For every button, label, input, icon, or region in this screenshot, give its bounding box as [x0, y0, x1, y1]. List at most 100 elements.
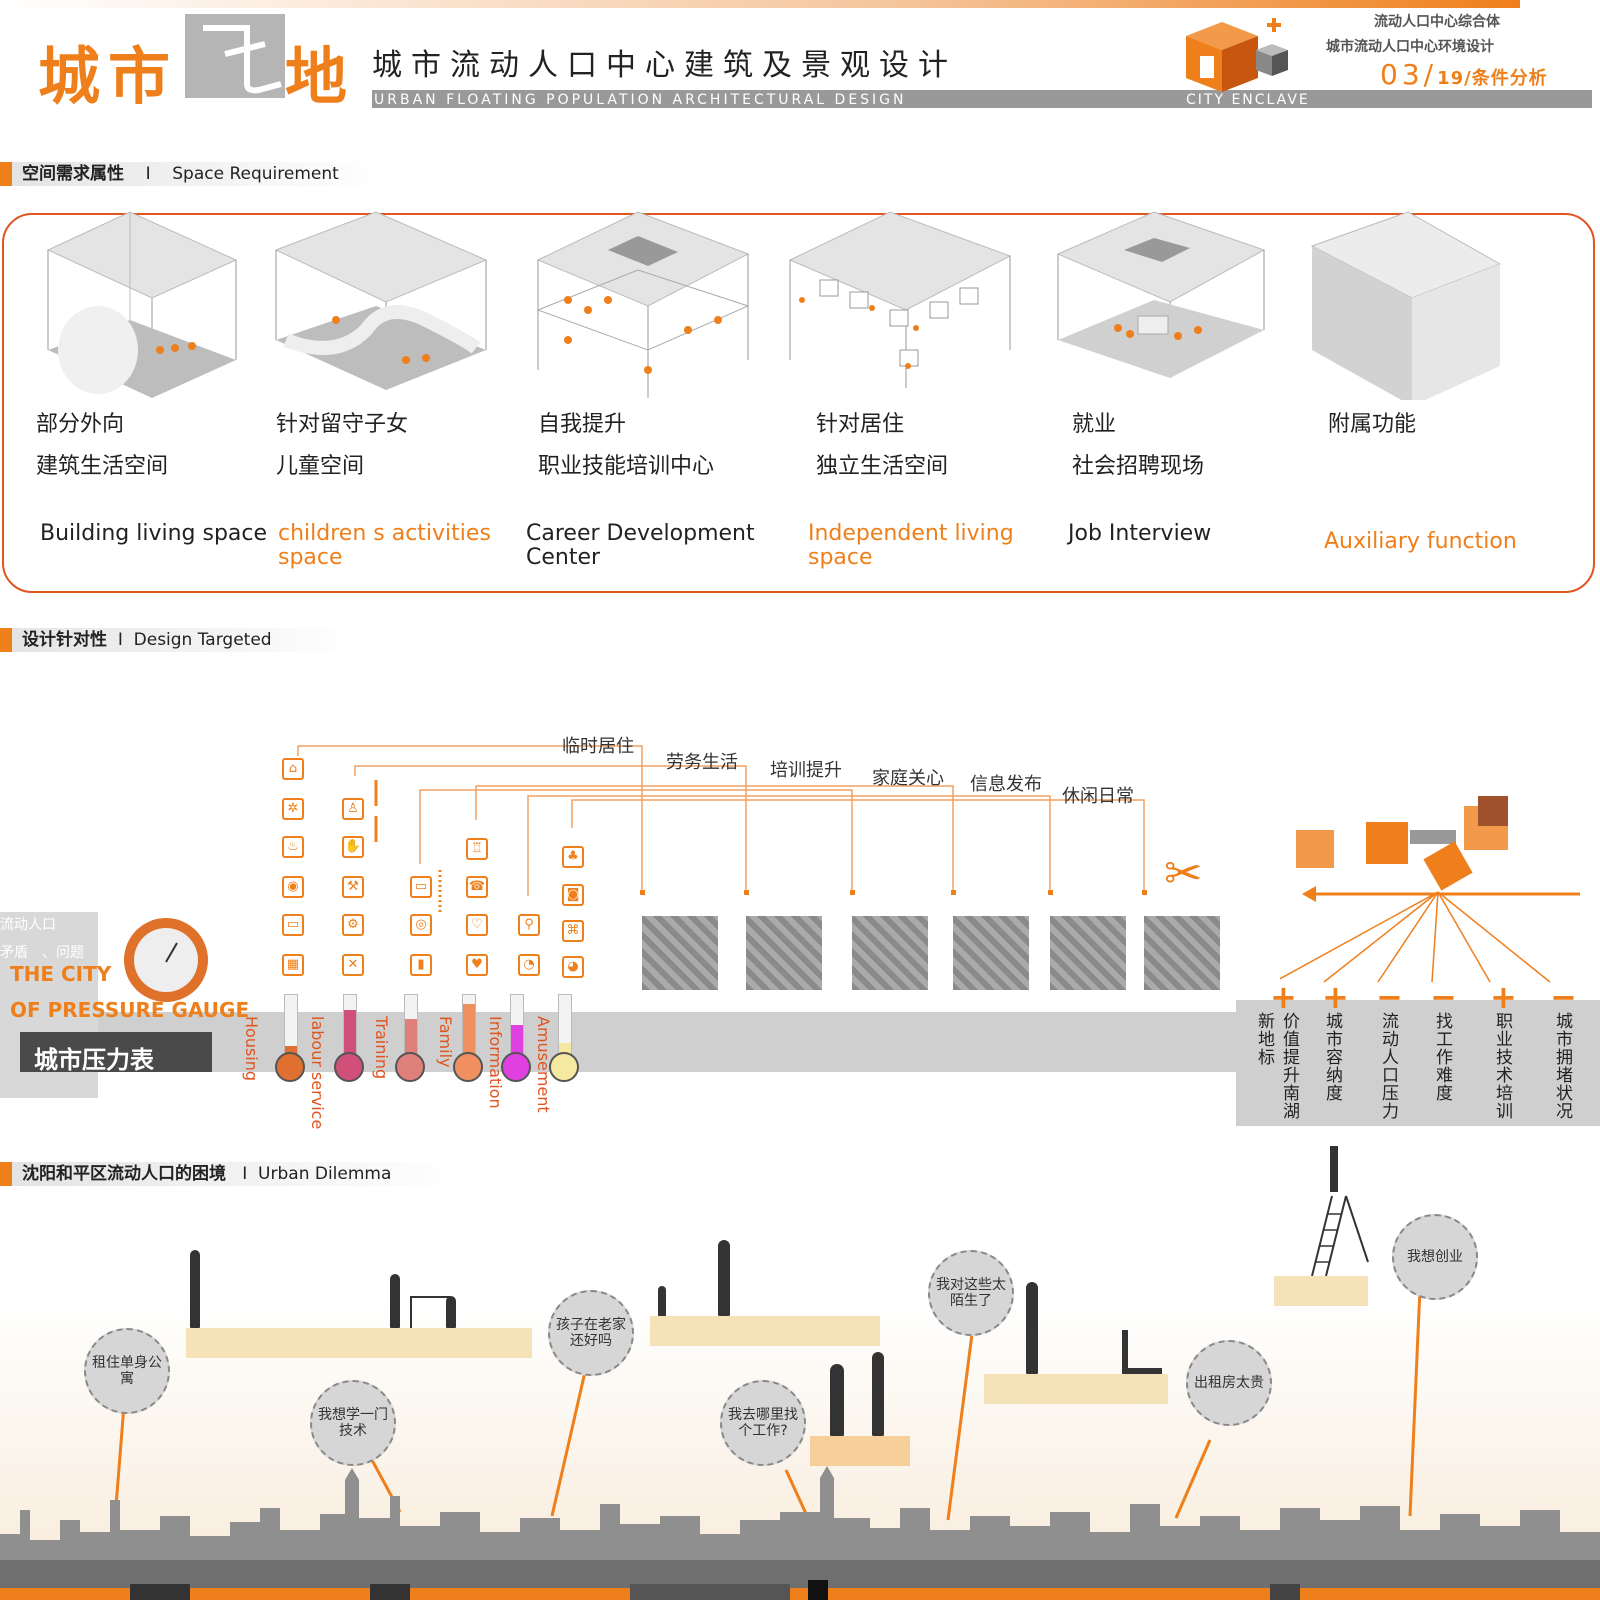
section-dilemma-header: 沈阳和平区流动人口的困境 I Urban Dilemma — [0, 1162, 462, 1186]
header-right-line1: 流动人口中心综合体 — [1374, 14, 1500, 30]
space-item-2-cn1: 针对留守子女 — [276, 412, 409, 437]
camera-icon: ◙ — [562, 884, 584, 906]
space-item-3-en: Career Development Center — [526, 521, 755, 570]
thermo-label-information: Information — [486, 1016, 505, 1109]
photo-dormitory — [642, 916, 718, 990]
design-label-training: 培训提升 — [770, 760, 842, 781]
snowflake-icon: ✲ — [282, 798, 304, 820]
gauge-en2: OF PRESSURE GAUGE — [10, 998, 250, 1022]
space-item-2-cn2: 儿童空间 — [276, 454, 365, 479]
header-right-line2: 城市流动人口中心环境设计 — [1326, 39, 1494, 55]
space-item-4-cn1: 针对居住 — [816, 412, 905, 437]
thermo-information-bulb — [501, 1052, 531, 1082]
megaphone-icon: ◔ — [518, 954, 540, 976]
section-space-en: Space Requirement — [172, 164, 339, 184]
box-training-icon — [536, 211, 750, 398]
bubble-find-job: 我去哪里找个工作? — [720, 1380, 806, 1466]
space-item-1-cn2: 建筑生活空间 — [36, 454, 169, 479]
phone-icon: ☎ — [466, 876, 488, 898]
impact-text-2: 城市容纳度 — [1322, 1012, 1342, 1102]
title-right: 地 — [285, 40, 356, 113]
certificate-icon: ◎ — [410, 914, 432, 936]
box-children-icon — [274, 211, 488, 390]
impact-text-5: 职业技术培训 — [1492, 1012, 1512, 1120]
building-icon: ▦ — [282, 954, 304, 976]
scissors-icon: ✂ — [1164, 846, 1203, 900]
photo-leisure — [1144, 916, 1220, 990]
section-design-separator: I — [117, 630, 123, 650]
gauge-text2: 矛盾 、问题 — [0, 945, 84, 961]
design-label-labour: 劳务生活 — [666, 752, 738, 773]
impact-sign-6: − — [1550, 978, 1577, 1016]
space-item-4-en: Independent living space — [808, 521, 1014, 570]
family-icon: ♖ — [466, 838, 488, 860]
bubble-learn-skill: 我想学一门技术 — [310, 1380, 396, 1466]
person-silhouette-1 — [190, 1250, 200, 1328]
space-item-6-cn1: 附属功能 — [1328, 412, 1417, 437]
person-silhouette-5 — [830, 1364, 844, 1436]
space-item-1-en: Building living space — [40, 521, 268, 546]
bubble-children-home: 孩子在老家还好吗 — [548, 1290, 634, 1376]
space-item-5-en: Job Interview — [1068, 521, 1212, 546]
section-space-cn: 空间需求属性 — [22, 164, 124, 184]
platform-3 — [810, 1436, 910, 1466]
photo-family — [953, 916, 1029, 990]
header-top-bar — [0, 0, 1520, 8]
person-silhouette-7 — [1026, 1282, 1038, 1374]
design-label-information: 信息发布 — [970, 774, 1042, 795]
section-space-separator: I — [145, 164, 151, 184]
impact-sign-2: + — [1322, 978, 1349, 1016]
space-requirement-panel — [2, 213, 1595, 593]
bubble-rent-apartment: 租住单身公寓 — [84, 1328, 170, 1414]
tools-icon: ✕ — [342, 954, 364, 976]
signal-tower-icon: ⚲ — [518, 914, 540, 936]
laundry-icon: ◉ — [282, 876, 304, 898]
thermo-label-labour: labour service — [308, 1016, 327, 1130]
person-silhouette-3 — [446, 1296, 456, 1328]
fei-glyph-icon — [203, 25, 282, 94]
thermo-training-bulb — [395, 1052, 425, 1082]
computer-icon: ▭ — [410, 876, 432, 898]
platform-1 — [186, 1328, 532, 1358]
space-item-6-en: Auxiliary function — [1324, 529, 1517, 554]
impact-text-3: 流动人口压力 — [1378, 1012, 1398, 1120]
ladder-icon — [1311, 1146, 1369, 1276]
city-enclave-logo-icon — [1186, 18, 1288, 92]
impact-sign-5: + — [1490, 978, 1517, 1016]
city-skyline — [0, 1466, 1600, 1600]
bubble-rent-expensive: 出租房太贵 — [1186, 1340, 1272, 1426]
space-item-5-cn1: 就业 — [1072, 412, 1117, 437]
thermo-label-housing: Housing — [242, 1016, 261, 1082]
section-design-en: Design Targeted — [133, 630, 272, 650]
section-dilemma-en: Urban Dilemma — [258, 1164, 392, 1184]
impact-text-4: 找工作难度 — [1432, 1012, 1452, 1102]
gauge-en1: THE CITY — [10, 962, 112, 986]
thermo-family-bulb — [453, 1052, 483, 1082]
box-independent-living-icon — [788, 211, 1012, 388]
space-item-1-cn1: 部分外向 — [36, 412, 125, 437]
page-section: /条件分析 — [1464, 68, 1548, 89]
child-silhouette — [658, 1286, 666, 1316]
thermo-labour-tube — [343, 994, 357, 1056]
impact-strip — [1236, 1000, 1600, 1126]
gauge-cn-bg — [20, 1032, 212, 1072]
thermo-information-tube — [510, 994, 524, 1056]
person-silhouette-6 — [872, 1352, 884, 1436]
impact-sign-3: − — [1376, 978, 1403, 1016]
box-job-interview-icon — [1056, 211, 1266, 378]
thermo-label-amusement: Amusement — [534, 1016, 553, 1113]
space-item-3-cn2: 职业技能培训中心 — [538, 454, 715, 479]
thermo-label-training: Training — [372, 1016, 391, 1080]
book-icon: ▮ — [410, 954, 432, 976]
thermo-amusement-tube — [558, 994, 572, 1056]
person-silhouette-2 — [390, 1274, 400, 1328]
command-icon: ⌘ — [562, 920, 584, 942]
photo-labour — [746, 916, 822, 990]
subtitle-en: URBAN FLOATING POPULATION ARCHITECTURAL … — [374, 92, 907, 108]
impact-sign-1: + — [1270, 978, 1297, 1016]
thermo-labour-bulb — [334, 1052, 364, 1082]
design-label-leisure: 休闲日常 — [1062, 786, 1134, 807]
platform-5 — [1274, 1276, 1368, 1306]
brand-en: CITY ENCLAVE — [1186, 92, 1310, 108]
box-auxiliary-icon — [1310, 211, 1502, 400]
